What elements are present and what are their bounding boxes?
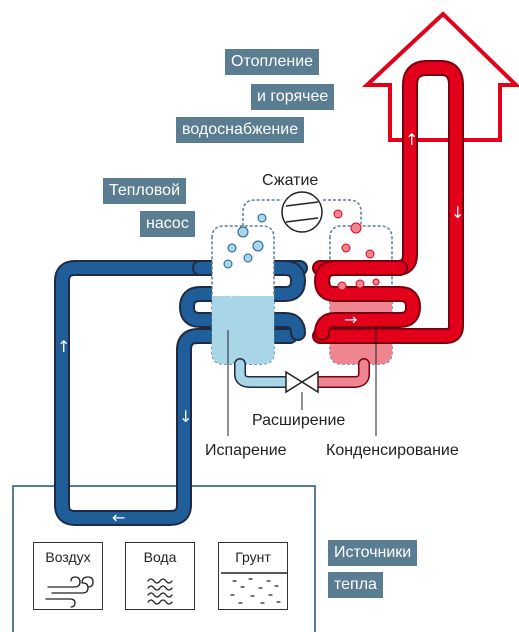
expansion-label: Расширение xyxy=(252,412,346,429)
heating-label-line-2: и горячее xyxy=(251,84,335,110)
flow-arrow-up-cold: ↑ xyxy=(57,337,70,356)
expansion-line xyxy=(234,358,370,388)
flow-arrow-left-evaporator: ← xyxy=(228,284,241,303)
heat-sources-label-line-1: Источники xyxy=(328,540,418,566)
source-air: Воздух xyxy=(33,542,103,610)
compression-label: Сжатие xyxy=(262,172,319,189)
source-water-label: Вода xyxy=(143,549,177,565)
evaporation-label: Испарение xyxy=(205,442,287,459)
flow-arrow-left-cold-bottom: ← xyxy=(112,508,125,527)
compressor-icon xyxy=(281,191,323,233)
source-ground: Грунт xyxy=(218,542,288,610)
hot-circuit-pipe xyxy=(312,60,464,344)
heat-pump-label-line-2: насос xyxy=(140,211,195,237)
heating-label-line-3: водоснабжение xyxy=(176,117,305,143)
cold-circuit-pipe xyxy=(54,260,308,526)
vapor-bubbles-cold xyxy=(223,213,267,269)
flow-arrow-down-hot: ↓ xyxy=(451,203,464,222)
soil-icon xyxy=(221,572,287,604)
heating-label-line-1: Отопление xyxy=(225,49,320,75)
heat-pump-label-line-1: Тепловой xyxy=(103,178,187,204)
source-ground-label: Грунт xyxy=(235,549,271,565)
vapor-bubbles-hot xyxy=(333,209,380,291)
wind-icon xyxy=(45,576,94,608)
flow-arrow-up-hot: ↑ xyxy=(405,130,418,149)
source-water: Вода xyxy=(125,542,195,610)
evaporator xyxy=(211,225,275,365)
flow-arrow-down-cold: ↓ xyxy=(179,407,192,426)
source-air-label: Воздух xyxy=(45,549,91,565)
heat-source-frame xyxy=(12,485,316,632)
waves-icon xyxy=(147,578,173,605)
house-icon xyxy=(361,11,519,142)
condensation-label: Конденсирование xyxy=(326,442,459,459)
heat-sources-label-line-2: тепла xyxy=(328,572,383,598)
refrigerant-line-top xyxy=(242,199,362,226)
flow-arrow-right-condenser: → xyxy=(344,310,357,329)
expansion-valve-icon xyxy=(285,370,319,394)
